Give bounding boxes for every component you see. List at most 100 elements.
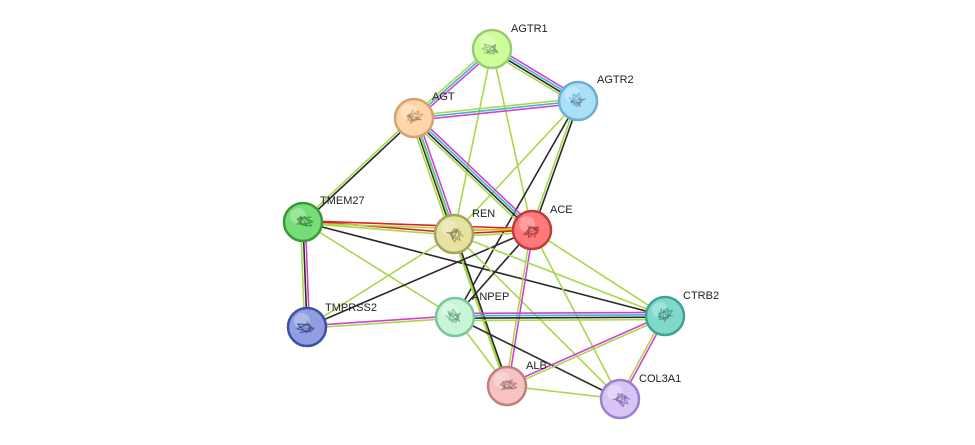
protein-structure-icon	[446, 227, 464, 243]
edge-strand	[416, 116, 459, 234]
node-anpep[interactable]: ANPEP	[434, 291, 509, 338]
edge-strand	[302, 222, 455, 236]
node-label: REN	[472, 208, 495, 220]
edge-strand	[410, 119, 531, 234]
edge-strand	[454, 316, 621, 400]
edge-alb-ctrb2	[505, 314, 667, 388]
protein-structure-icon	[657, 307, 674, 323]
node-circle[interactable]	[471, 28, 513, 70]
edge-ren-col3a1	[453, 233, 621, 400]
edge-strand	[302, 221, 456, 318]
edge-strand	[302, 221, 666, 317]
edge-strand	[454, 316, 666, 319]
edge-agtr2-ren	[453, 100, 579, 235]
edge-agt-ren	[409, 116, 459, 236]
edge-strand	[412, 117, 454, 236]
edge-strand	[453, 233, 666, 317]
edge-strand	[454, 100, 579, 318]
edge-agtr1-ace	[491, 48, 533, 231]
edge-strand	[414, 116, 456, 235]
edge-ace-alb	[505, 229, 534, 387]
node-label: ALB	[526, 360, 547, 372]
node-circle[interactable]	[557, 80, 599, 122]
node-label: AGT	[432, 91, 455, 103]
node-circle[interactable]	[434, 296, 476, 338]
node-circle[interactable]	[486, 365, 528, 407]
edge-ace-tmprss2	[306, 229, 533, 328]
node-circle[interactable]	[433, 213, 475, 255]
edge-tmem27-ren	[302, 220, 455, 236]
node-circle[interactable]	[644, 295, 686, 337]
node-circle[interactable]	[282, 201, 324, 243]
edge-strand	[415, 114, 536, 229]
edge-agtr1-ren	[453, 48, 493, 235]
protein-structure-icon	[444, 308, 462, 324]
edge-strand	[409, 118, 452, 236]
edge-strand	[453, 48, 493, 235]
edge-strand	[507, 229, 534, 387]
edge-strand	[301, 116, 414, 222]
node-label: CTRB2	[683, 290, 719, 302]
node-agt[interactable]: AGT	[393, 91, 455, 139]
node-tmprss2[interactable]: TMPRSS2	[286, 302, 377, 348]
protein-structure-icon	[296, 320, 315, 334]
edge-anpep-col3a1	[454, 316, 621, 400]
edge-strand	[505, 229, 532, 387]
edge-tmem27-ctrb2	[302, 221, 666, 317]
node-circle[interactable]	[511, 209, 553, 251]
node-agtr2[interactable]: AGTR2	[557, 74, 634, 122]
edge-strand	[302, 220, 533, 230]
edge-tmem27-anpep	[302, 221, 456, 318]
edge-strand	[306, 233, 455, 328]
edge-agt-tmem27	[301, 116, 416, 224]
protein-structure-icon	[295, 215, 314, 228]
edge-ace-ctrb2	[531, 229, 666, 317]
edge-anpep-ctrb2	[454, 311, 666, 322]
node-ren[interactable]: REN	[433, 208, 495, 255]
node-label: TMPRSS2	[325, 302, 377, 314]
edge-strand	[454, 311, 666, 315]
edge-agt-ace	[410, 114, 536, 234]
edge-strand	[491, 48, 533, 231]
protein-structure-icon	[406, 109, 424, 125]
node-label: COL3A1	[639, 373, 681, 385]
node-label: TMEM27	[320, 195, 365, 207]
node-label: ANPEP	[472, 291, 509, 303]
edge-agtr2-anpep	[454, 100, 579, 318]
edge-strand	[412, 97, 579, 117]
edge-strand	[412, 118, 532, 232]
node-tmem27[interactable]: TMEM27	[282, 195, 365, 243]
node-agtr1[interactable]: AGTR1	[471, 23, 548, 70]
node-ace[interactable]: ACE	[511, 204, 573, 251]
node-circle[interactable]	[393, 97, 435, 139]
protein-structure-icon	[499, 378, 518, 391]
edge-strand	[532, 100, 580, 232]
edge-strand	[306, 229, 533, 328]
node-ctrb2[interactable]: CTRB2	[644, 290, 719, 337]
edge-strand	[303, 118, 416, 224]
edge-tmprss2-anpep	[306, 315, 456, 329]
edge-layer	[299, 45, 667, 401]
node-label: AGTR2	[597, 74, 634, 86]
node-circle[interactable]	[599, 378, 641, 420]
node-col3a1[interactable]: COL3A1	[599, 373, 681, 420]
protein-structure-icon	[523, 225, 540, 239]
node-circle[interactable]	[286, 306, 328, 348]
edge-agtr2-ace	[530, 99, 580, 232]
edge-strand	[306, 315, 456, 327]
edge-agtr2-agt	[412, 97, 580, 122]
edge-ren-tmprss2	[306, 233, 455, 328]
edge-strand	[453, 233, 621, 400]
node-alb[interactable]: ALB	[486, 360, 547, 407]
protein-structure-icon	[612, 392, 631, 408]
edge-strand	[413, 102, 580, 122]
edge-strand	[454, 314, 666, 317]
node-highlight	[290, 208, 306, 224]
node-label: AGTR1	[511, 23, 548, 35]
edge-strand	[306, 317, 456, 329]
node-highlight	[652, 302, 668, 318]
edge-strand	[453, 100, 579, 235]
edge-strand	[414, 116, 534, 230]
